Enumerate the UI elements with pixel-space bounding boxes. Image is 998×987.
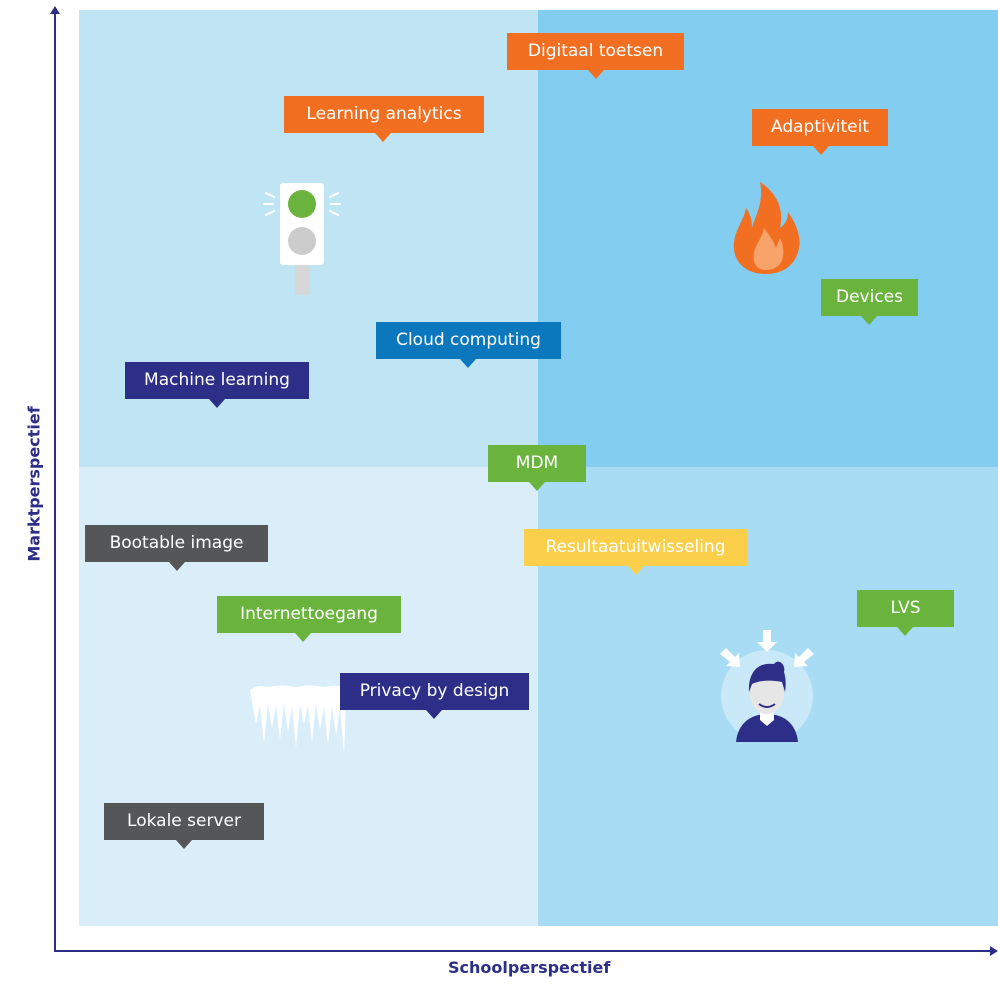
tag-lokale-server: Lokale server [104, 803, 264, 849]
tag-lvs: LVS [857, 590, 954, 636]
tag-adaptiviteit: Adaptiviteit [752, 109, 888, 155]
icicles-icon [250, 685, 346, 754]
x-axis-arrow [990, 946, 998, 956]
flame-icon [733, 182, 800, 274]
traffic-light-icon [263, 183, 341, 295]
y-axis-arrow [50, 6, 60, 14]
tag-resultaatuitwisseling: Resultaatuitwisseling [524, 529, 747, 575]
tag-internettoegang: Internettoegang [217, 596, 401, 642]
tag-devices: Devices [821, 279, 918, 325]
y-axis [54, 12, 56, 952]
x-axis [54, 950, 992, 952]
tag-mdm: MDM [488, 445, 586, 491]
tag-learning-analytics: Learning analytics [284, 96, 484, 142]
tag-privacy-by-design: Privacy by design [340, 673, 529, 719]
tag-bootable-image: Bootable image [85, 525, 268, 571]
tag-cloud-computing: Cloud computing [376, 322, 561, 368]
person-pressure-icon [720, 630, 814, 742]
tag-digitaal-toetsen: Digitaal toetsen [507, 33, 684, 79]
tag-machine-learning: Machine learning [125, 362, 309, 408]
y-axis-label: Marktperspectief [24, 406, 44, 562]
x-axis-label: Schoolperspectief [448, 958, 611, 977]
